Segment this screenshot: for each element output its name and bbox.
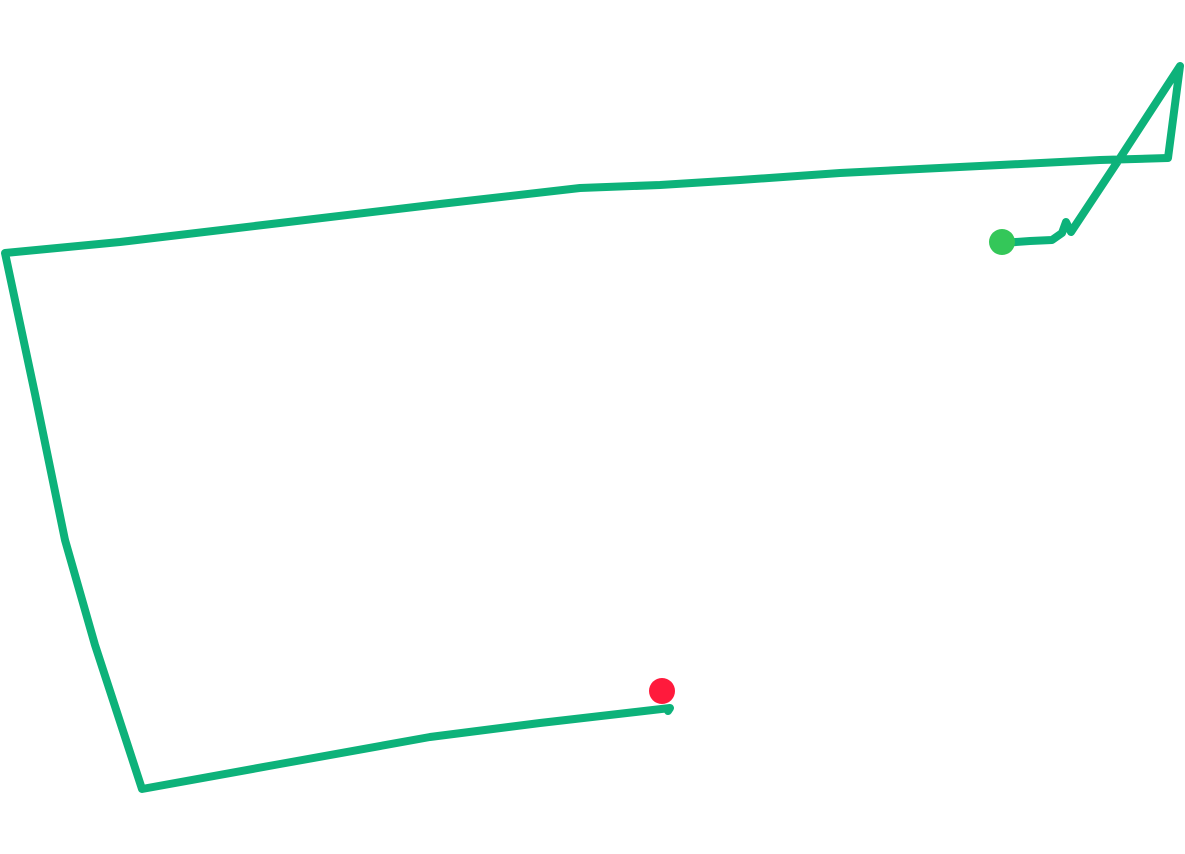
end-marker bbox=[649, 678, 675, 704]
route-track-line bbox=[1, 62, 1184, 793]
start-marker bbox=[989, 229, 1015, 255]
